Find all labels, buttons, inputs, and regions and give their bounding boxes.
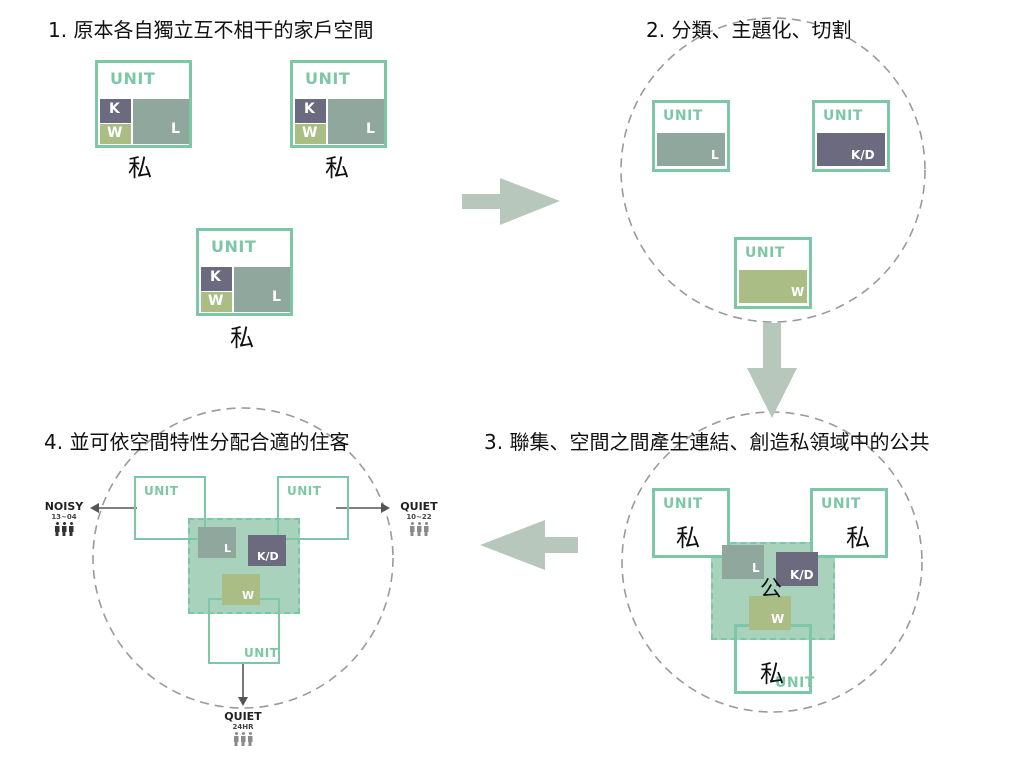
zone-name: QUIET bbox=[400, 500, 438, 513]
step2-living-unit: UNIT L bbox=[652, 100, 730, 172]
living-block: L bbox=[234, 267, 290, 312]
flow-arrow-right bbox=[462, 178, 560, 225]
unit-label: UNIT bbox=[775, 675, 815, 691]
private-label: 私 bbox=[846, 524, 870, 552]
person-icon bbox=[55, 522, 60, 536]
private-label: 私 bbox=[676, 524, 700, 552]
unit-label: UNIT bbox=[305, 69, 351, 88]
shared-wash-block: W bbox=[749, 596, 791, 630]
wash-block: W bbox=[201, 292, 232, 312]
person-icon bbox=[69, 522, 74, 536]
step4-unit-west: UNIT bbox=[134, 476, 206, 540]
shared-kitchen-dining-block: K/D bbox=[248, 535, 286, 566]
zone-quiet-south: QUIET 24HR bbox=[218, 710, 268, 749]
step3-unit-west: UNIT bbox=[652, 488, 730, 558]
step4-unit-east: UNIT bbox=[277, 476, 349, 540]
person-icon bbox=[417, 522, 422, 536]
person-icon bbox=[424, 522, 429, 536]
zone-hours: 24HR bbox=[232, 723, 254, 731]
step4-unit-south: UNIT bbox=[208, 598, 280, 664]
unit-label: UNIT bbox=[110, 69, 156, 88]
wash-block: W bbox=[739, 270, 807, 303]
living-block: L bbox=[328, 99, 384, 144]
shared-wash-block: W bbox=[222, 574, 260, 605]
unit-label: UNIT bbox=[144, 484, 179, 498]
unit-label: UNIT bbox=[287, 484, 322, 498]
unit-label: UNIT bbox=[663, 496, 703, 512]
shared-living-block: L bbox=[722, 545, 764, 579]
living-block: L bbox=[133, 99, 189, 144]
unit-label: UNIT bbox=[821, 496, 861, 512]
kitchen-block: K bbox=[295, 99, 326, 123]
kitchen-dining-block: K/D bbox=[817, 133, 885, 166]
person-icon bbox=[410, 522, 415, 536]
public-label: 公 bbox=[760, 577, 783, 602]
unit-label: UNIT bbox=[663, 108, 703, 124]
step1-unit-a: UNIT K W L bbox=[95, 60, 192, 148]
flow-arrow-down bbox=[747, 323, 797, 418]
step3-heading: 3. 聯集、空間之間產生連結、創造私領域中的公共 bbox=[484, 430, 930, 454]
shared-kitchen-dining-block: K/D bbox=[776, 552, 818, 586]
people-icon-group bbox=[394, 522, 444, 539]
zone-noisy: NOISY 13~04 bbox=[38, 500, 90, 539]
person-icon bbox=[248, 732, 253, 746]
unit-label: UNIT bbox=[823, 108, 863, 124]
zone-hours: 13~04 bbox=[51, 513, 77, 521]
step3-unit-east: UNIT bbox=[810, 488, 888, 558]
person-icon bbox=[62, 522, 67, 536]
step1-unit-c: UNIT K W L bbox=[196, 228, 293, 316]
step1-unit-b: UNIT K W L bbox=[290, 60, 387, 148]
wash-block: W bbox=[100, 124, 131, 144]
private-label: 私 bbox=[128, 154, 152, 182]
dashed-circle-step4 bbox=[92, 407, 394, 709]
zone-hours: 10~22 bbox=[406, 513, 432, 521]
wash-block: W bbox=[295, 124, 326, 144]
step2-wash-unit: UNIT W bbox=[734, 237, 812, 309]
unit-label: UNIT bbox=[244, 646, 279, 660]
shared-living-block: L bbox=[198, 527, 236, 558]
person-icon bbox=[234, 732, 239, 746]
dashed-circle-step2 bbox=[620, 17, 926, 323]
zone-quiet-east: QUIET 10~22 bbox=[394, 500, 444, 539]
living-block: L bbox=[657, 133, 725, 166]
people-icon-group bbox=[38, 522, 90, 539]
person-icon bbox=[241, 732, 246, 746]
zone-name: NOISY bbox=[44, 500, 84, 513]
people-icon-group bbox=[218, 732, 268, 749]
unit-label: UNIT bbox=[211, 237, 257, 256]
flow-arrow-left bbox=[480, 520, 578, 570]
private-label: 私 bbox=[230, 324, 254, 352]
step2-heading: 2. 分類、主題化、切割 bbox=[646, 18, 852, 42]
kitchen-block: K bbox=[201, 267, 232, 291]
step1-heading: 1. 原本各自獨立互不相干的家戶空間 bbox=[48, 18, 374, 42]
unit-label: UNIT bbox=[745, 245, 785, 261]
step2-kitchen-unit: UNIT K/D bbox=[812, 100, 890, 172]
kitchen-block: K bbox=[100, 99, 131, 123]
private-label: 私 bbox=[325, 154, 349, 182]
zone-name: QUIET bbox=[224, 710, 262, 723]
step4-heading: 4. 並可依空間特性分配合適的住客 bbox=[44, 430, 350, 454]
private-label: 私 bbox=[760, 660, 784, 688]
